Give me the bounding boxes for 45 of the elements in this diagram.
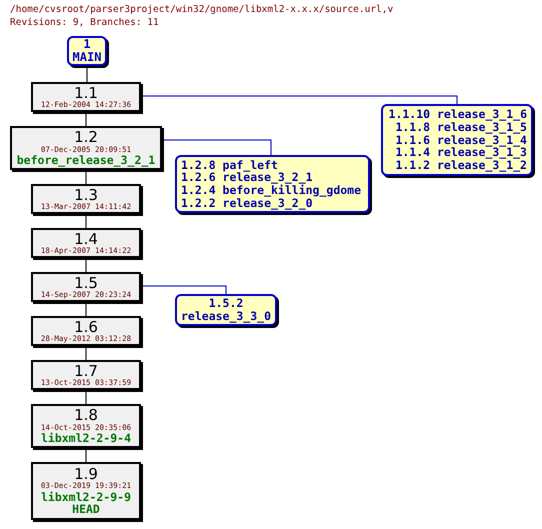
tag-label: HEAD bbox=[72, 503, 100, 516]
branch-label: 1.1.4 release_3_1_3 bbox=[395, 146, 527, 159]
revision-box bbox=[31, 404, 141, 448]
revision-box bbox=[31, 184, 141, 214]
connector-line bbox=[140, 96, 458, 104]
branch-label: 1.2.4 before_killing_gdome bbox=[181, 184, 362, 197]
revision-number: 1.8 bbox=[74, 407, 98, 424]
revision-box bbox=[31, 316, 141, 346]
connector-line bbox=[140, 286, 226, 294]
branch-label: 1.1.10 release_3_1_6 bbox=[388, 108, 527, 122]
revision-number: 1.5 bbox=[74, 274, 98, 292]
branch-box bbox=[175, 294, 277, 326]
branch-label: release_3_3_0 bbox=[181, 310, 272, 323]
connector-line bbox=[162, 140, 272, 156]
revision-box bbox=[31, 272, 141, 302]
connector-line bbox=[86, 68, 88, 82]
branch-box bbox=[381, 104, 533, 176]
file-path-title: /home/cvsroot/parser3project/win32/gnome/libxml2-x.x.x/source.url,v bbox=[10, 4, 394, 15]
branch-label: 1.2.6 release_3_2_1 bbox=[181, 171, 313, 184]
branch-label: 1.1.6 release_3_1_4 bbox=[395, 134, 527, 146]
branch-label: 1 bbox=[83, 38, 91, 51]
revision-box bbox=[31, 228, 141, 258]
revision-number: 1.2 bbox=[74, 129, 98, 146]
revision-number: 1.6 bbox=[74, 318, 98, 336]
revision-box bbox=[10, 126, 162, 170]
tag-label: before_release_3_2_1 bbox=[16, 154, 156, 167]
tag-label: libxml2-2-9-9 bbox=[40, 490, 131, 504]
revision-number: 1.3 bbox=[74, 186, 98, 204]
revision-summary: Revisions: 9, Branches: 11 bbox=[10, 17, 159, 28]
branch-label: MAIN bbox=[72, 51, 102, 64]
revision-number: 1.7 bbox=[74, 362, 98, 380]
revision-number: 1.4 bbox=[74, 230, 98, 248]
revision-number: 1.1 bbox=[74, 84, 98, 102]
revision-box bbox=[31, 82, 141, 112]
branch-label: 1.2.8 paf_left bbox=[181, 158, 278, 172]
branch-label: 1.2.2 release_3_2_0 bbox=[181, 196, 313, 210]
branch-label: 1.1.2 release_3_1_2 bbox=[395, 158, 527, 172]
revision-box bbox=[31, 360, 141, 390]
branch-label: 1.5.2 bbox=[208, 297, 244, 310]
branch-box bbox=[175, 155, 370, 213]
tag-label: libxml2-2-9-4 bbox=[40, 432, 131, 445]
root-node bbox=[67, 36, 107, 66]
branch-label: 1.1.8 release_3_1_5 bbox=[395, 121, 527, 134]
revision-box bbox=[31, 462, 141, 520]
revision-number: 1.9 bbox=[74, 466, 98, 482]
